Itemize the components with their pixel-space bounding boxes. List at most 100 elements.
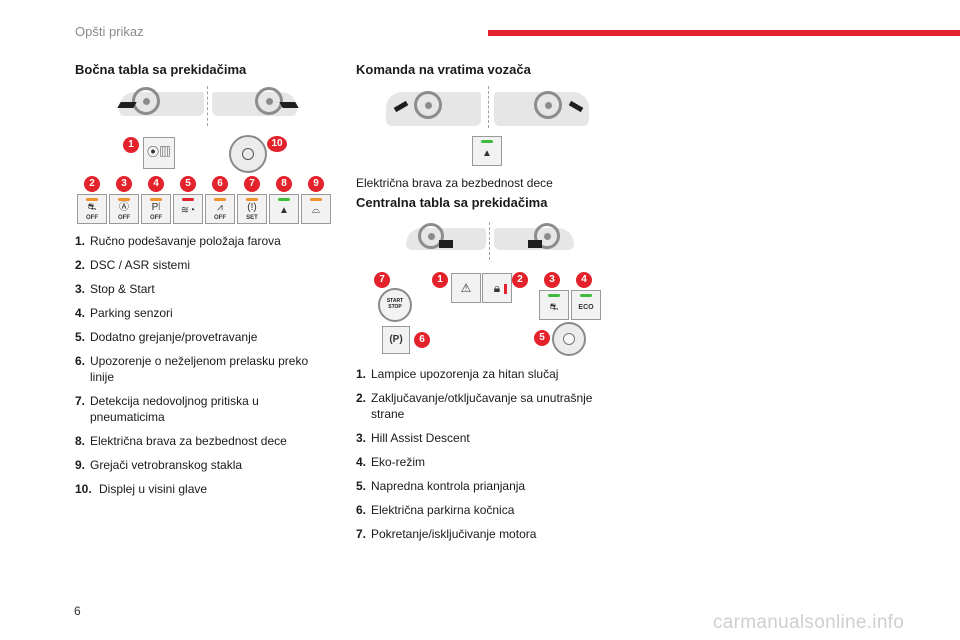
callout-9: 9 [308, 176, 324, 192]
list-item: 5.Napredna kontrola prianjanja [356, 479, 526, 493]
status-led [246, 198, 258, 201]
callout-2: 2 [84, 176, 100, 192]
hazard-icon: ⚠ [460, 281, 472, 295]
callout-5: 5 [534, 330, 550, 346]
door-caption: Električna brava za bezbednost dece [356, 176, 553, 190]
page-number: 6 [74, 604, 81, 618]
center-panel-legend: 1.Lampice upozorenja za hitan slučaj 2.Z… [356, 366, 606, 542]
esc-off-icon: ⛐ [87, 202, 97, 213]
central-lock-button[interactable]: 🔒︎ [482, 273, 512, 303]
door-child-lock-button[interactable]: ▲ [472, 136, 502, 166]
side-panel-illustration: ⦿▥ 1 10 [75, 84, 345, 229]
hazard-warning-button[interactable]: ⚠ [451, 273, 481, 303]
list-item: 6.Upozorenje o neželjenom prelasku preko… [75, 354, 309, 384]
button-label: OFF [150, 215, 162, 221]
button-label: OFF [86, 215, 98, 221]
side-button-strip: 2 3 4 5 6 7 8 9 ⛐ OFF Ⓐ OFF P⦚ OFF ≋◔ ⩘ … [75, 176, 345, 226]
grip-control-dial[interactable] [552, 322, 586, 356]
callout-2: 2 [512, 272, 528, 288]
hill-descent-icon: ⛐ [549, 302, 559, 313]
side-panel-legend: 1.Ručno podešavanje položaja farova 2.DS… [75, 233, 325, 497]
door-illustration: ▲ [356, 84, 606, 169]
steering-wheel-icon [132, 87, 160, 115]
status-led [481, 140, 493, 143]
callout-8: 8 [276, 176, 292, 192]
callout-3: 3 [116, 176, 132, 192]
panel-divider [488, 86, 489, 128]
button-label: OFF [118, 215, 130, 221]
dsc-asr-button[interactable]: ⛐ OFF [77, 194, 107, 224]
status-led [214, 198, 226, 201]
status-led [580, 294, 592, 297]
side-panel-title: Bočna tabla sa prekidačima [75, 62, 247, 77]
dial-knob-icon [563, 333, 575, 345]
hud-center-icon [242, 148, 254, 160]
callout-3: 3 [544, 272, 560, 288]
headlamp-icon: ⦿▥ [146, 145, 171, 159]
center-console-marker [528, 240, 542, 248]
list-item: 1.Ručno podešavanje položaja farova [75, 234, 281, 248]
list-item: 6.Električna parkirna kočnica [356, 503, 515, 517]
watermark: carmanualsonline.info [713, 612, 905, 633]
hill-descent-button[interactable]: ⛐ [539, 290, 569, 320]
steering-wheel-icon [255, 87, 283, 115]
status-led [118, 198, 130, 201]
callout-6: 6 [414, 332, 430, 348]
lock-status-led [504, 284, 507, 294]
start-stop-button[interactable]: START STOP [378, 288, 412, 322]
callout-4: 4 [148, 176, 164, 192]
button-label: SET [246, 215, 258, 221]
callout-10: 10 [267, 136, 287, 152]
list-item: 10.Displej u visini glave [75, 482, 208, 496]
callout-6: 6 [212, 176, 228, 192]
tyre-pressure-button[interactable]: (!) SET [237, 194, 267, 224]
lock-icon: 🔒︎ [493, 281, 501, 295]
parking-sensors-icon: P⦚ [151, 202, 161, 213]
center-console-marker [439, 240, 453, 248]
heating-icon: ≋◔ [180, 205, 196, 216]
panel-divider [207, 86, 208, 126]
door-control-title: Komanda na vratima vozača [356, 62, 531, 77]
callout-7: 7 [374, 272, 390, 288]
list-item: 7.Detekcija nedovoljnog pritiska u pneum… [75, 394, 259, 424]
status-led [86, 198, 98, 201]
heating-ventilation-button[interactable]: ≋◔ [173, 194, 203, 224]
steering-wheel-icon [418, 223, 444, 249]
status-led [310, 198, 322, 201]
button-label: OFF [214, 215, 226, 221]
child-lock-icon: ▲ [482, 148, 492, 159]
callout-1: 1 [123, 137, 139, 153]
header-accent-bar [488, 30, 960, 36]
panel-divider [489, 222, 490, 260]
stop-start-icon: Ⓐ [119, 202, 129, 213]
lane-departure-button[interactable]: ⩘ OFF [205, 194, 235, 224]
callout-5: 5 [180, 176, 196, 192]
tyre-pressure-icon: (!) [247, 202, 257, 213]
parking-brake-switch[interactable]: (P) [382, 326, 410, 354]
list-item: 4.Eko-režim [356, 455, 426, 469]
list-item: 1.Lampice upozorenja za hitan slučaj [356, 367, 559, 381]
list-item: 7.Pokretanje/isključivanje motora [356, 527, 537, 541]
windscreen-heating-button[interactable]: ⌓ [301, 194, 331, 224]
callout-1: 1 [432, 272, 448, 288]
status-led [548, 294, 560, 297]
start-stop-label: START STOP [386, 298, 404, 310]
list-item: 2.DSC / ASR sistemi [75, 258, 191, 272]
list-item: 3.Stop & Start [75, 282, 155, 296]
switch-zone-marker [279, 102, 299, 108]
headlamp-adjust-switch[interactable]: ⦿▥ [143, 137, 175, 169]
stop-start-button[interactable]: Ⓐ OFF [109, 194, 139, 224]
page-header-title: Opšti prikaz [75, 24, 144, 39]
callout-7: 7 [244, 176, 260, 192]
parking-brake-icon: (P) [389, 334, 403, 345]
lane-departure-icon: ⩘ [217, 202, 223, 213]
windscreen-heating-icon: ⌓ [312, 205, 320, 216]
head-up-display-dial[interactable] [229, 135, 267, 173]
parking-sensors-button[interactable]: P⦚ OFF [141, 194, 171, 224]
steering-wheel-icon [534, 91, 562, 119]
center-panel-illustration: START STOP 7 (P) 6 1 ⚠ 🔒︎ 2 3 4 ⛐ ECO 5 [356, 220, 616, 360]
eco-mode-button[interactable]: ECO [571, 290, 601, 320]
list-item: 5.Dodatno grejanje/provetravanje [75, 330, 258, 344]
child-lock-button[interactable]: ▲ [269, 194, 299, 224]
eco-label: ECO [578, 304, 594, 311]
